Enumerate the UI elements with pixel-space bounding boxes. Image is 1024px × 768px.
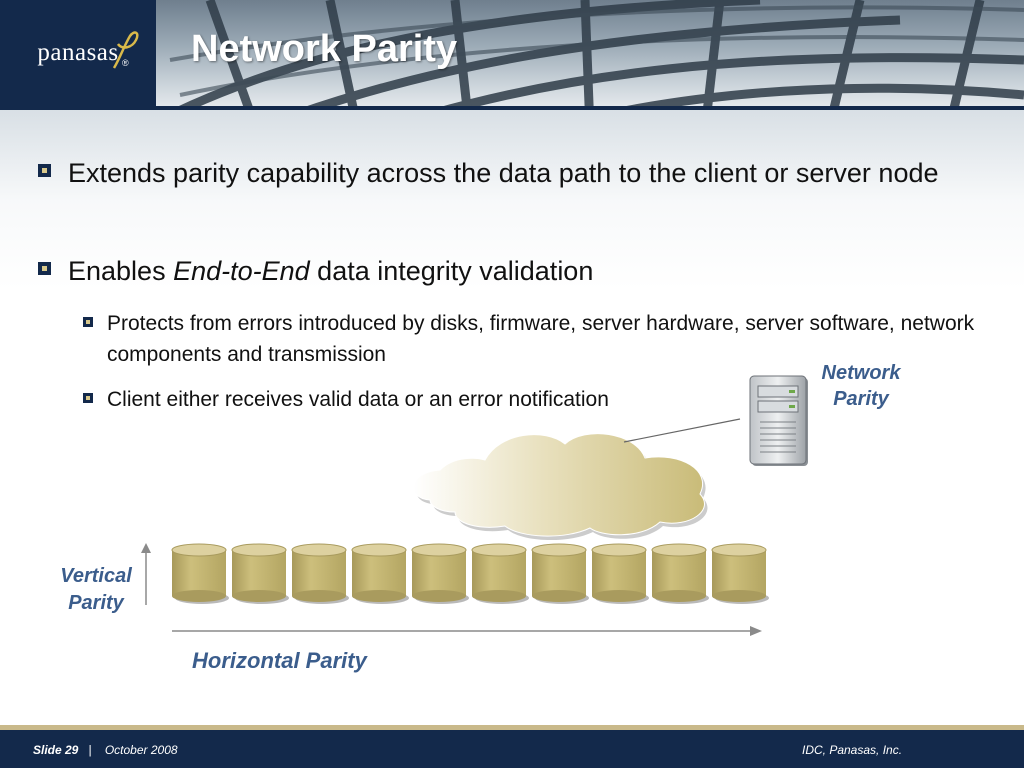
slide-footer: Slide 29 | October 2008 IDC, Panasas, In…	[0, 730, 1024, 768]
footer-company: IDC, Panasas, Inc.	[802, 743, 903, 757]
sub-bullet-protects: Protects from errors introduced by disks…	[83, 308, 983, 370]
footer-left: Slide 29 | October 2008	[33, 743, 178, 757]
label-line: Vertical	[60, 565, 132, 587]
vertical-parity-label: Vertical Parity	[48, 563, 144, 617]
horizontal-parity-label: Horizontal Parity	[192, 648, 367, 673]
network-parity-label: Network Parity	[806, 360, 916, 412]
disk-icon	[351, 543, 409, 604]
label-line: Parity	[68, 592, 124, 614]
sub-bullet-square-icon	[83, 317, 93, 327]
bullet-text: Enables End-to-End data integrity valida…	[68, 251, 593, 291]
label-line: Network	[821, 362, 901, 384]
vertical-parity-arrow	[141, 543, 151, 605]
bullet-end-to-end: Enables End-to-End data integrity valida…	[38, 251, 593, 291]
disk-icon	[531, 543, 589, 604]
bullet-extends-parity: Extends parity capability across the dat…	[38, 153, 998, 193]
bullet-square-icon	[38, 262, 51, 275]
network-cloud-icon	[413, 433, 708, 541]
sub-bullet-text: Client either receives valid data or an …	[107, 388, 609, 411]
logo-registered-mark: ®	[122, 58, 129, 68]
disk-icon	[651, 543, 709, 604]
disk-icon	[291, 543, 349, 604]
bullet-square-icon	[38, 164, 51, 177]
sky-fade	[0, 110, 1024, 290]
footer-separator: |	[88, 743, 92, 757]
horizontal-parity-arrow	[172, 626, 762, 636]
label-line: Parity	[833, 388, 889, 410]
slide-title: Network Parity	[191, 28, 458, 70]
bullet-text: Extends parity capability across the dat…	[68, 158, 939, 188]
header-divider	[0, 106, 1024, 110]
sub-bullet-client: Client either receives valid data or an …	[83, 384, 609, 415]
sub-bullet-square-icon	[83, 393, 93, 403]
footer-accent-rule	[0, 725, 1024, 730]
disk-array	[171, 543, 769, 604]
disk-icon	[591, 543, 649, 604]
bullet-text-part: Enables	[68, 256, 174, 286]
server-icon	[749, 375, 808, 466]
slide-header: panasas ® Network Parity	[0, 0, 1024, 110]
logo-swirl-icon	[112, 31, 139, 69]
disk-icon	[711, 543, 769, 604]
slide-number: Slide 29	[33, 743, 79, 757]
logo-text: panasas	[37, 39, 119, 66]
disk-icon	[171, 543, 229, 604]
panasas-logo: panasas	[0, 0, 156, 106]
disk-icon	[411, 543, 469, 604]
bullet-text-emphasis: End-to-End	[173, 256, 310, 286]
bullet-text-part: data integrity validation	[309, 256, 594, 286]
footer-date: October 2008	[104, 743, 178, 757]
disk-icon	[471, 543, 529, 604]
disk-icon	[231, 543, 289, 604]
sub-bullet-text: Protects from errors introduced by disks…	[107, 312, 975, 366]
pointer-line	[623, 418, 741, 443]
